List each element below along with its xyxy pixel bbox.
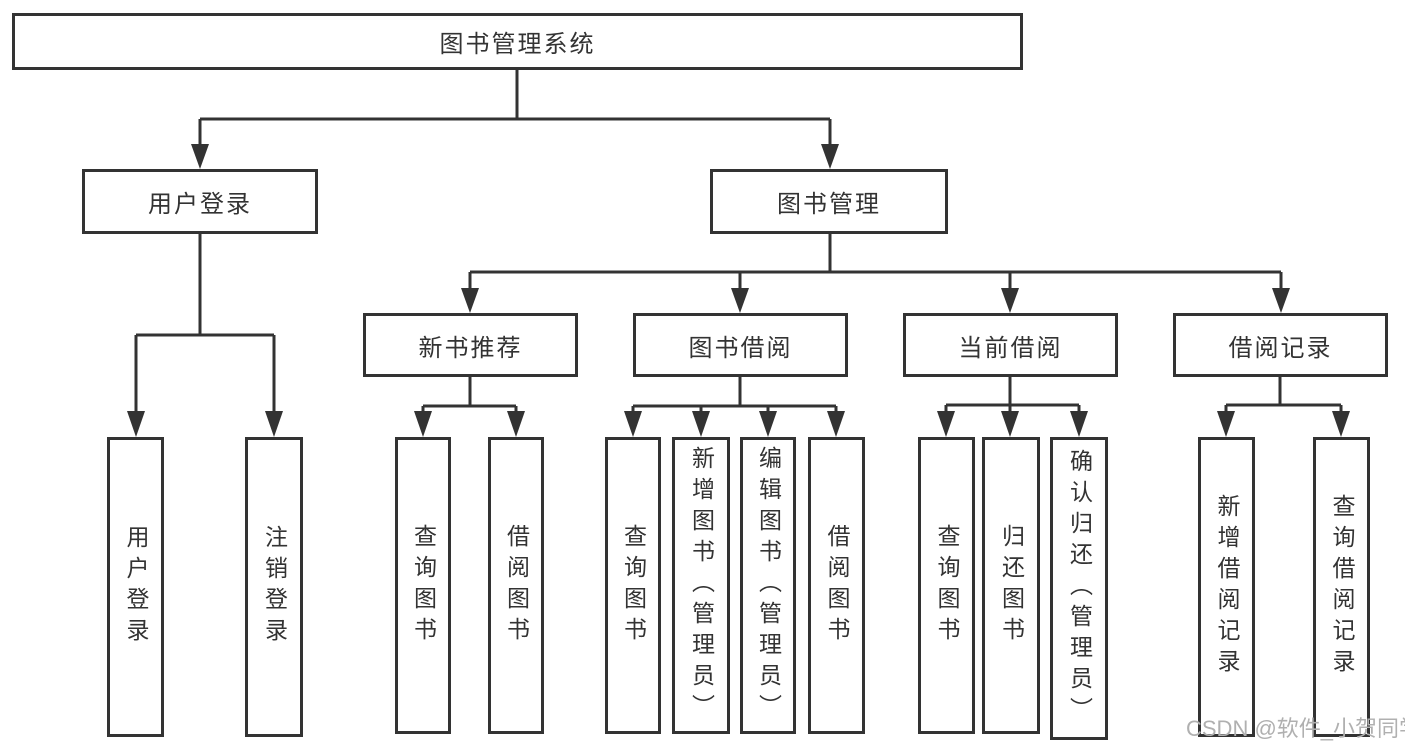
leaf-query-borrow-record-label: 查询借阅记录 [1329, 494, 1355, 680]
node-borrowing-records-label: 借阅记录 [1228, 334, 1333, 362]
node-current-borrowing-label: 当前借阅 [958, 334, 1063, 362]
leaf-recommend-borrow-book: 借阅图书 [488, 437, 544, 734]
node-user-login: 用户登录 [82, 169, 318, 234]
leaf-borrowing-borrow-book: 借阅图书 [808, 437, 865, 734]
leaf-confirm-return-admin: 确认归还（管理员） [1050, 437, 1108, 740]
leaf-recommend-query-book: 查询图书 [395, 437, 451, 734]
leaf-add-book-admin-label: 新增图书（管理员） [688, 446, 715, 725]
leaf-return-book-label: 归还图书 [998, 523, 1025, 648]
leaf-current-query-book-label: 查询图书 [934, 523, 960, 648]
leaf-logout: 注销登录 [245, 437, 303, 737]
node-book-borrowing: 图书借阅 [633, 313, 848, 377]
leaf-user-login-label: 用户登录 [123, 525, 149, 649]
leaf-add-book-admin: 新增图书（管理员） [672, 437, 730, 734]
leaf-recommend-query-book-label: 查询图书 [410, 523, 437, 648]
node-current-borrowing: 当前借阅 [903, 313, 1118, 377]
node-user-login-label: 用户登录 [148, 191, 252, 218]
leaf-borrowing-borrow-book-label: 借阅图书 [824, 523, 850, 648]
leaf-borrowing-query-book: 查询图书 [605, 437, 661, 734]
leaf-return-book: 归还图书 [982, 437, 1040, 734]
leaf-edit-book-admin-label: 编辑图书（管理员） [755, 446, 782, 725]
leaf-recommend-borrow-book-label: 借阅图书 [503, 523, 530, 648]
leaf-confirm-return-admin-label: 确认归还（管理员） [1066, 449, 1093, 728]
node-new-book-recommend-label: 新书推荐 [418, 334, 523, 362]
node-borrowing-records: 借阅记录 [1173, 313, 1388, 377]
leaf-user-login: 用户登录 [107, 437, 164, 737]
node-book-management: 图书管理 [710, 169, 948, 234]
node-book-borrowing-label: 图书借阅 [688, 334, 793, 362]
leaf-add-borrow-record-label: 新增借阅记录 [1214, 494, 1240, 680]
node-new-book-recommend: 新书推荐 [363, 313, 578, 377]
leaf-borrowing-query-book-label: 查询图书 [620, 523, 647, 648]
leaf-add-borrow-record: 新增借阅记录 [1198, 437, 1255, 737]
csdn-watermark: CSDN @软件_小贺同学 [1186, 716, 1405, 741]
leaf-logout-label: 注销登录 [261, 525, 288, 649]
leaf-query-borrow-record: 查询借阅记录 [1313, 437, 1370, 737]
node-library-system: 图书管理系统 [12, 13, 1023, 70]
node-library-system-label: 图书管理系统 [439, 31, 596, 58]
leaf-current-query-book: 查询图书 [918, 437, 975, 734]
leaf-edit-book-admin: 编辑图书（管理员） [740, 437, 796, 734]
node-book-management-label: 图书管理 [777, 191, 881, 218]
